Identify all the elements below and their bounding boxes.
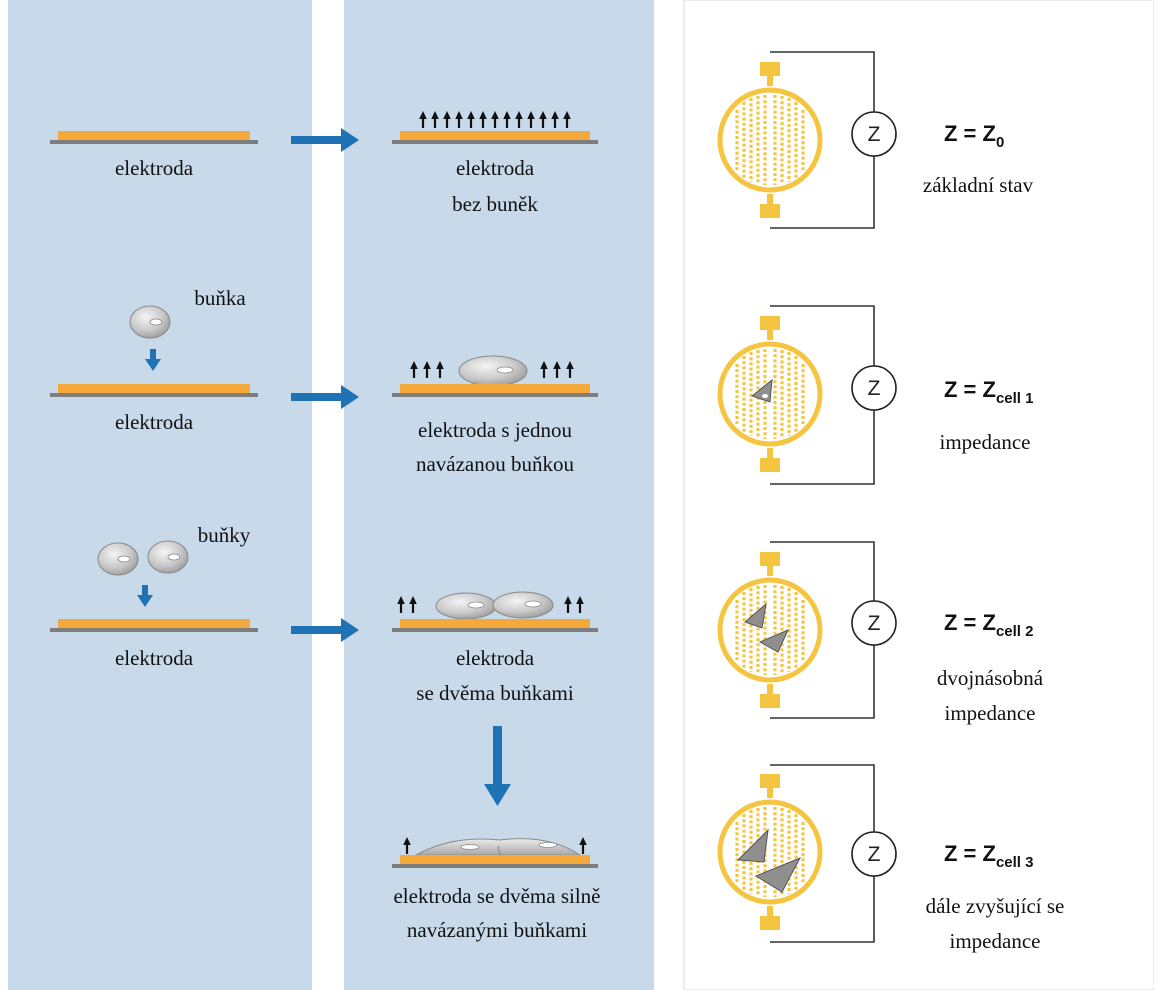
left-electrode-2 bbox=[50, 384, 258, 397]
cell-label: buňka bbox=[194, 286, 246, 310]
cell-on-sensor-icon bbox=[744, 602, 767, 629]
left-electrode-label-1: elektroda bbox=[115, 156, 194, 180]
cell-on-sensor-icon bbox=[754, 857, 802, 893]
circuit-3: Z bbox=[720, 541, 897, 719]
circuit-1: Z bbox=[720, 51, 897, 229]
single-cell-icon bbox=[129, 305, 171, 339]
cell-on-sensor-icon bbox=[758, 629, 789, 653]
two-cells-icon bbox=[97, 540, 189, 576]
middle-label-1b: bez buněk bbox=[452, 192, 538, 216]
left-electrode-label-2: elektroda bbox=[115, 410, 194, 434]
middle-label-3b: se dvěma buňkami bbox=[416, 681, 574, 705]
middle-electrode-4 bbox=[392, 855, 598, 868]
middle-electrode-2 bbox=[392, 384, 598, 397]
desc-4b: impedance bbox=[950, 929, 1041, 953]
middle-panel-background bbox=[344, 0, 654, 990]
desc-3a: dvojnásobná bbox=[937, 666, 1044, 690]
middle-label-4b: navázanými buňkami bbox=[407, 918, 587, 942]
equation-2: Z = Zcell 1 bbox=[944, 377, 1033, 407]
circuit-2: Z bbox=[720, 305, 897, 485]
middle-label-2a: elektroda s jednou bbox=[418, 418, 572, 442]
middle-label-1a: elektroda bbox=[456, 156, 535, 180]
desc-3b: impedance bbox=[945, 701, 1036, 725]
down-arrow-icon bbox=[484, 726, 511, 806]
z-symbol: Z bbox=[868, 843, 881, 866]
desc-4a: dále zvyšující se bbox=[926, 894, 1065, 918]
cells-label: buňky bbox=[198, 523, 251, 547]
equation-3: Z = Zcell 2 bbox=[944, 610, 1033, 640]
equation-4: Z = Zcell 3 bbox=[944, 841, 1033, 871]
z-symbol: Z bbox=[868, 612, 881, 635]
middle-label-2b: navázanou buňkou bbox=[416, 452, 575, 476]
middle-label-4a: elektroda se dvěma silně bbox=[393, 884, 600, 908]
left-electrode-3 bbox=[50, 619, 258, 632]
left-electrode-1 bbox=[50, 131, 258, 144]
z-symbol: Z bbox=[868, 377, 881, 400]
equation-1: Z = Z0 bbox=[944, 121, 1004, 151]
flat-attached-cells bbox=[414, 838, 582, 856]
cell-on-sensor-icon bbox=[736, 828, 769, 863]
left-panel-background bbox=[8, 0, 312, 990]
attached-cell bbox=[458, 355, 528, 387]
z-symbol: Z bbox=[868, 123, 881, 146]
two-attached-cells bbox=[435, 591, 554, 620]
left-electrode-label-3: elektroda bbox=[115, 646, 194, 670]
middle-electrode-3 bbox=[392, 619, 598, 632]
desc-2a: impedance bbox=[940, 430, 1031, 454]
down-arrow-icon bbox=[145, 349, 161, 371]
desc-1a: základní stav bbox=[923, 173, 1034, 197]
circuit-4: Z bbox=[720, 764, 897, 943]
middle-label-3a: elektroda bbox=[456, 646, 535, 670]
down-arrow-icon bbox=[137, 585, 153, 607]
middle-electrode-1 bbox=[392, 131, 598, 144]
